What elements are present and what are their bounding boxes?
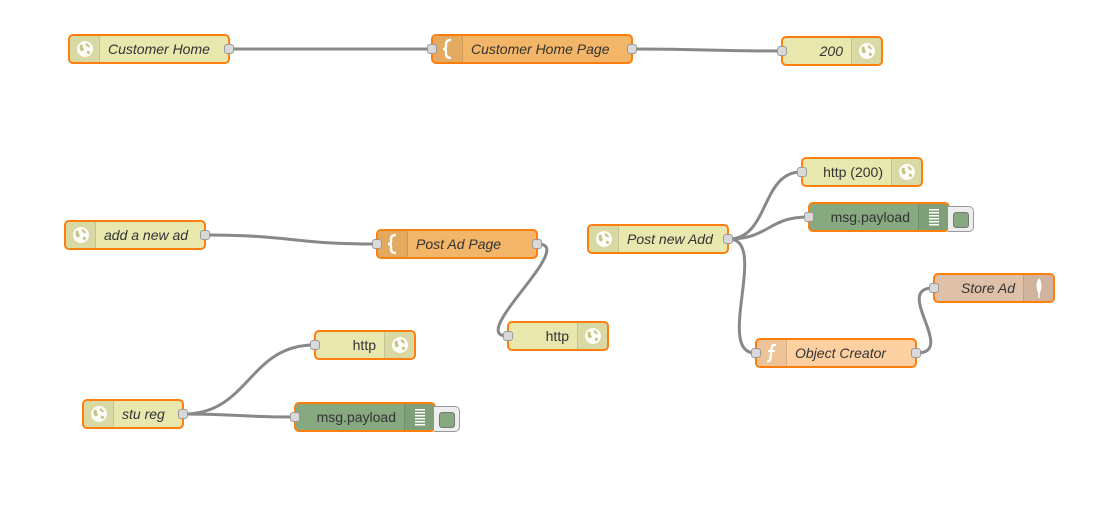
output-port[interactable] — [723, 234, 733, 244]
globe-icon — [70, 36, 100, 62]
output-port[interactable] — [532, 239, 542, 249]
wire-n7-n8[interactable] — [728, 170, 802, 241]
wire-n5-n6[interactable] — [496, 242, 549, 338]
wire-n12-n14[interactable] — [183, 412, 295, 419]
node-label: http — [352, 337, 376, 353]
input-port[interactable] — [929, 283, 939, 293]
node-label: Post Ad Page — [416, 236, 502, 252]
node-http-200[interactable]: http (200) — [797, 157, 923, 187]
globe-icon — [577, 323, 607, 349]
template-brace-icon — [433, 36, 463, 62]
node-label: http (200) — [823, 164, 883, 180]
node-label: Store Ad — [961, 280, 1015, 296]
node-label: Object Creator — [795, 345, 887, 361]
input-port[interactable] — [310, 340, 320, 350]
input-port[interactable] — [804, 212, 814, 222]
globe-icon — [851, 38, 881, 64]
wire-n10-n11[interactable] — [916, 286, 934, 355]
node-customer-home[interactable]: Customer Home — [68, 34, 234, 64]
node-customer-home-page[interactable]: Customer Home Page — [427, 34, 637, 64]
output-port[interactable] — [627, 44, 637, 54]
function-icon — [757, 340, 787, 366]
input-port[interactable] — [797, 167, 807, 177]
node-200[interactable]: 200 — [777, 36, 883, 66]
globe-icon — [891, 159, 921, 185]
globe-icon — [84, 401, 114, 427]
node-label: Customer Home — [108, 41, 210, 57]
node-add-a-new-ad[interactable]: add a new ad — [64, 220, 210, 250]
input-port[interactable] — [372, 239, 382, 249]
node-post-new-add[interactable]: Post new Add — [587, 224, 733, 254]
node-http-response-ad[interactable]: http — [503, 321, 609, 351]
globe-icon — [66, 222, 96, 248]
node-label: msg.payload — [830, 209, 910, 225]
node-store-ad[interactable]: Store Ad — [929, 273, 1055, 303]
node-msg-payload-debug-1[interactable]: msg.payload — [804, 202, 974, 232]
node-label: add a new ad — [104, 227, 189, 243]
output-port[interactable] — [200, 230, 210, 240]
output-port[interactable] — [224, 44, 234, 54]
input-port[interactable] — [427, 44, 437, 54]
node-http-response-stu[interactable]: http — [310, 330, 416, 360]
globe-icon — [589, 226, 619, 252]
debug-list-icon — [404, 404, 434, 430]
input-port[interactable] — [751, 348, 761, 358]
node-object-creator[interactable]: Object Creator — [751, 338, 921, 368]
leaf-icon — [1023, 275, 1053, 301]
node-stu-reg[interactable]: stu reg — [82, 399, 188, 429]
wire-n7-n10[interactable] — [728, 237, 756, 355]
node-label: msg.payload — [316, 409, 396, 425]
node-post-ad-page[interactable]: Post Ad Page — [372, 229, 542, 259]
node-label: Customer Home Page — [471, 41, 610, 57]
debug-list-icon — [918, 204, 948, 230]
debug-toggle-button[interactable] — [948, 206, 974, 232]
wire-n12-n13[interactable] — [183, 343, 315, 416]
input-port[interactable] — [290, 412, 300, 422]
node-label: http — [545, 328, 569, 344]
globe-icon — [384, 332, 414, 358]
template-brace-icon — [378, 231, 408, 257]
node-msg-payload-debug-2[interactable]: msg.payload — [290, 402, 460, 432]
wire-n4-n5[interactable] — [205, 233, 377, 246]
output-port[interactable] — [911, 348, 921, 358]
input-port[interactable] — [777, 46, 787, 56]
wire-n2-n3[interactable] — [632, 47, 782, 53]
input-port[interactable] — [503, 331, 513, 341]
output-port[interactable] — [178, 409, 188, 419]
node-label: 200 — [819, 43, 843, 59]
node-label: Post new Add — [627, 231, 713, 247]
node-label: stu reg — [122, 406, 165, 422]
debug-toggle-button[interactable] — [434, 406, 460, 432]
wire-n7-n9[interactable] — [728, 215, 809, 241]
